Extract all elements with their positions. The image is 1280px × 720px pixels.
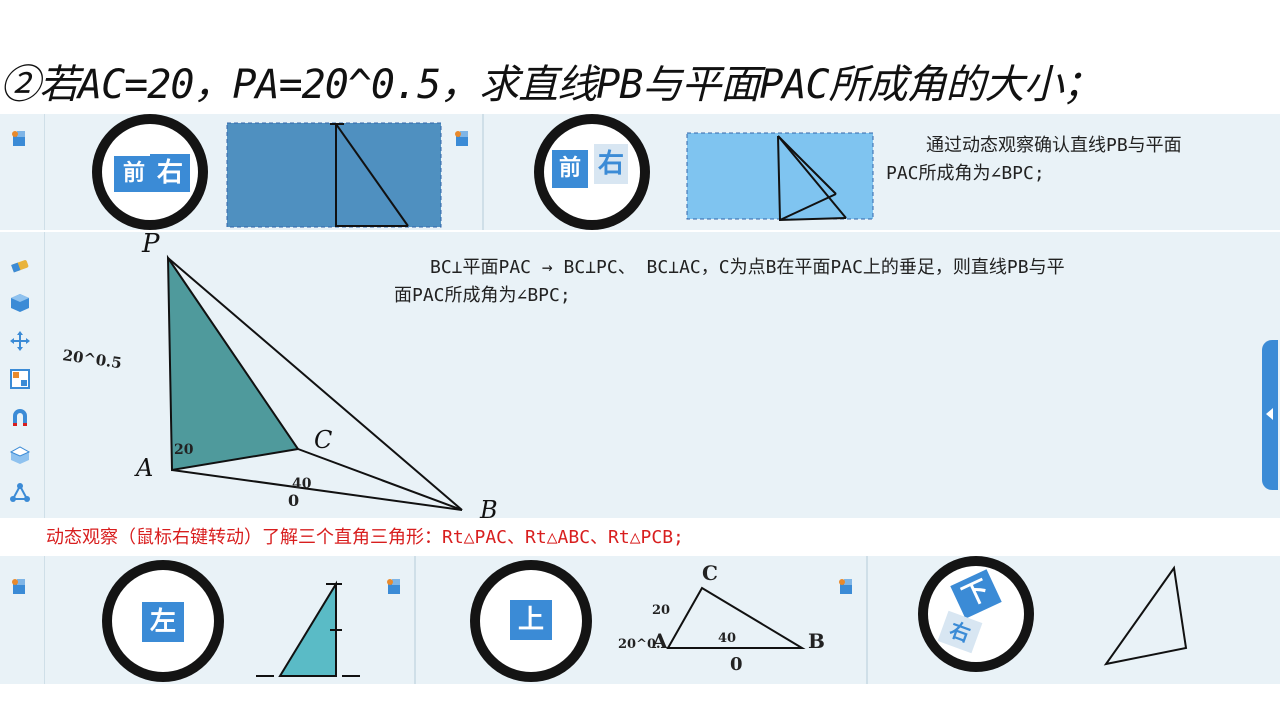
view-cube-top-left[interactable]: 前 右: [92, 114, 208, 230]
page-title: ②若AC=20，PA=20^0.5，求直线PB与平面PAC所成角的大小；: [0, 62, 1103, 108]
top-toolbar: [0, 114, 45, 230]
view-icon-3[interactable]: [9, 576, 31, 598]
main-note-line-2: 面PAC所成角为∠BPC;: [394, 285, 571, 306]
view-cube-bottom-right[interactable]: 下 右: [918, 556, 1034, 672]
cube-icon[interactable]: [9, 292, 31, 314]
view-cube-bottom-mid[interactable]: 上: [470, 560, 592, 682]
tri-a-prefix: 20^0.: [618, 637, 661, 652]
collapse-panel-tab[interactable]: [1262, 340, 1278, 490]
view-icon-2[interactable]: [452, 128, 474, 150]
top-mid-projection: [686, 132, 874, 222]
label-p: P: [141, 232, 160, 259]
tri-ab-length: 40: [718, 631, 736, 646]
cube-face-right[interactable]: 右: [594, 144, 628, 184]
top-left-projection: [226, 122, 442, 228]
tri-label-b: B: [808, 629, 825, 653]
cube-face-left[interactable]: 左: [142, 602, 184, 642]
view-icon-5[interactable]: [836, 576, 858, 598]
bottom-toolbar: [0, 556, 45, 684]
main-toolbar: [0, 232, 45, 518]
tri-ac-length: 20: [652, 603, 670, 618]
view-cube-top-mid[interactable]: 前 右: [534, 114, 650, 230]
bottom-mid-triangle: C A B 20 20^0. 40 0: [618, 561, 825, 675]
main-3d-figure: P A C B 20^0.5 20 40 0: [61, 232, 498, 518]
tri-zero: 0: [730, 654, 743, 675]
cube-face-front[interactable]: 前: [552, 150, 588, 188]
ac-length: 20: [174, 442, 194, 458]
bottom-panel: 左 上 C A B 20 20^0. 40 0 下 右: [0, 556, 1280, 684]
label-b: B: [479, 496, 498, 518]
ab-length: 40: [292, 476, 312, 492]
tri-label-c: C: [702, 561, 718, 585]
main-note-line-1: BC⊥平面PAC → BC⊥PC、 BC⊥AC，C为点B在平面PAC上的垂足，则…: [430, 257, 1065, 278]
grid-icon[interactable]: [9, 368, 31, 390]
view-icon[interactable]: [9, 128, 31, 150]
magnet-icon[interactable]: [9, 406, 31, 428]
bottom-divider-1: [414, 556, 416, 684]
cube-face-front[interactable]: 前: [114, 156, 154, 192]
cube-face-top[interactable]: 上: [510, 600, 552, 640]
eraser-icon[interactable]: [9, 254, 31, 276]
top-divider-1: [482, 114, 484, 230]
top-note-line-1: 通过动态观察确认直线PB与平面: [926, 135, 1182, 156]
label-c: C: [314, 426, 332, 454]
bottom-left-projection: [256, 580, 360, 677]
molecule-icon[interactable]: [9, 482, 31, 504]
top-note-line-2: PAC所成角为∠BPC;: [886, 163, 1045, 184]
top-panel: 前 右 前 右 通过动态观察确认直线PB与平面 PAC所成角为∠BPC;: [0, 114, 1280, 230]
bottom-right-triangle: [1103, 565, 1188, 666]
box-icon[interactable]: [9, 444, 31, 466]
observation-note: 动态观察（鼠标右键转动）了解三个直角三角形：Rt△PAC、Rt△ABC、Rt△P…: [0, 520, 1280, 556]
view-icon-4[interactable]: [384, 576, 406, 598]
move-icon[interactable]: [9, 330, 31, 352]
ab-extra: 0: [288, 491, 299, 510]
tri-label-a: A: [651, 629, 668, 653]
label-a: A: [134, 454, 153, 482]
pa-length: 20^0.5: [61, 346, 122, 372]
view-cube-bottom-left[interactable]: 左: [102, 560, 224, 682]
main-panel: P A C B 20^0.5 20 40 0 BC⊥平面PAC → BC⊥PC、…: [0, 232, 1280, 518]
cube-face-right[interactable]: 右: [150, 154, 190, 192]
bottom-divider-2: [866, 556, 868, 684]
